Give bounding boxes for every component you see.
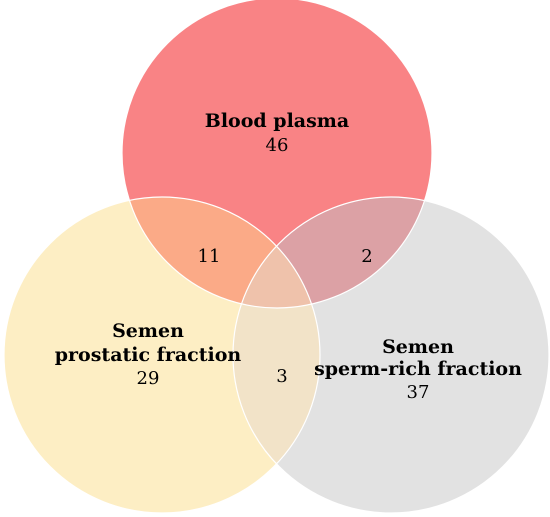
semen-sperm-rich-label-line2: sperm-rich fraction [314,358,522,380]
semen-prostatic-label-line2: prostatic fraction [55,344,242,366]
semen-prostatic-count: 29 [137,368,160,389]
semen-sperm-rich-count: 37 [407,382,430,403]
overlap-blood-sperm [233,197,432,308]
blood-sperm-count: 2 [361,246,372,267]
outline-blood-plasma [121,0,433,309]
semen-sperm-rich-label-line1: Semen [382,336,454,358]
outline-semen-prostatic [3,196,321,514]
overlap-blood-prostatic [122,197,320,308]
outline-semen-sperm-rich [232,196,550,514]
blood-plasma-count: 46 [266,135,289,156]
semen-prostatic-label-line1: Semen [112,320,184,342]
blood-plasma-label: Blood plasma [205,110,349,132]
prostatic-sperm-count: 3 [276,366,287,387]
blood-prostatic-count: 11 [198,246,221,267]
